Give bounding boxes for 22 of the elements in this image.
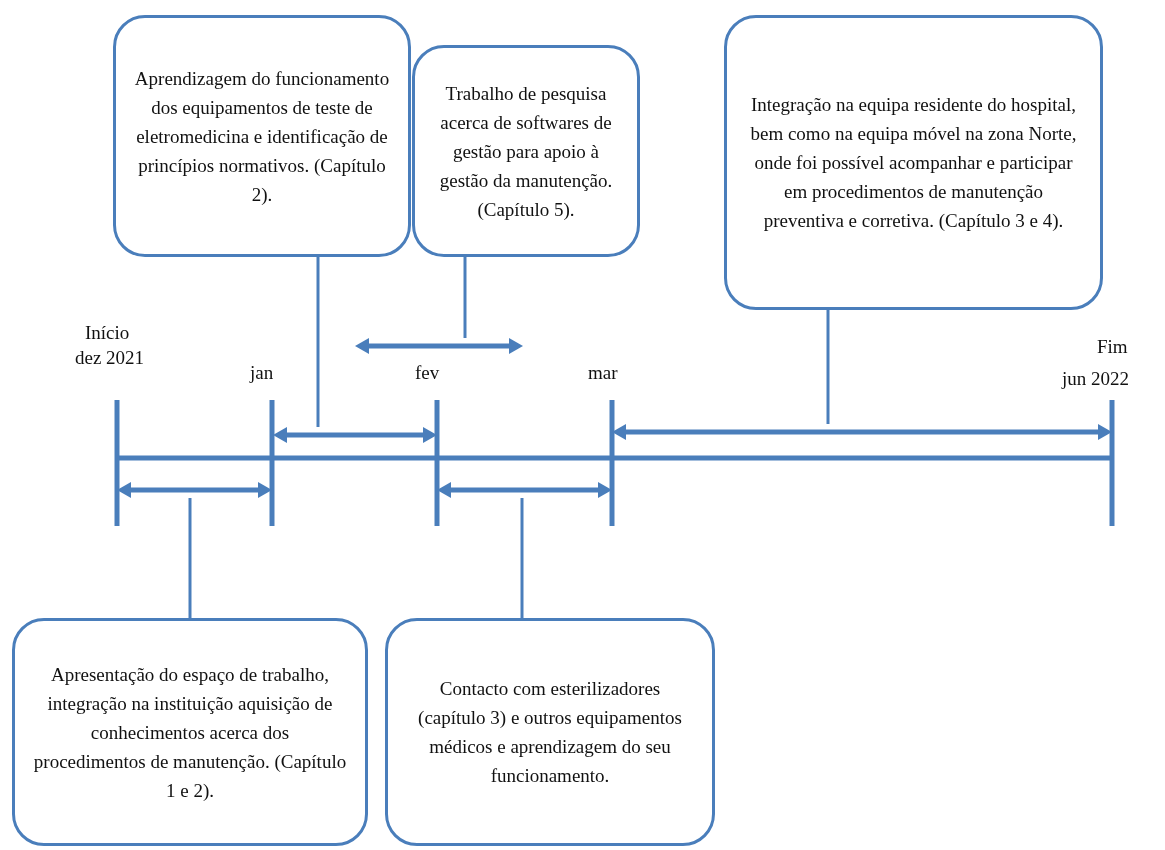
timeline-label: fev <box>415 362 440 384</box>
timeline-label: mar <box>588 362 618 384</box>
event-box <box>12 618 368 846</box>
timeline-label: dez 2021 <box>75 347 145 369</box>
event-description: Contacto com esterilizadores (capítulo 3) e outros equipamentos médicos e aprendizagem do seu funcionamento. <box>417 677 683 788</box>
leader-line <box>826 310 830 424</box>
event-description: Trabalho de pesquisa acerca de softwares de gestão para apoio à gestão da manutenção. (Capítulo 5). <box>438 81 614 222</box>
leader-line <box>316 257 320 427</box>
leader-line <box>463 257 467 338</box>
timeline-label: jun 2022 <box>1062 368 1130 390</box>
timeline-label: jan <box>250 362 274 384</box>
timeline-label: Início <box>85 322 130 344</box>
event-description: Integração na equipa residente do hospital, bem como na equipa móvel na zona Norte, onde foi possível acompanhar e participar em procedimentos de manutenção preventiva e corretiva. (Capítulo 3 e 4). <box>749 93 1078 233</box>
event-description: Apresentação do espaço de trabalho, integração na instituição aquisição de conhecimentos acerca dos procedimentos de manutenção. (Capítulo 1 e 2). <box>33 662 347 803</box>
event-box <box>385 618 715 846</box>
event-box <box>724 15 1103 310</box>
event-box <box>113 15 411 257</box>
event-box <box>412 45 640 257</box>
leader-line <box>520 498 524 618</box>
leader-line <box>188 498 192 618</box>
timeline-label: Fim <box>1097 336 1128 358</box>
event-description: Aprendizagem do funcionamento dos equipamentos de teste de eletromedicina e identificação de princípios normativos. (Capítulo 2). <box>134 66 390 207</box>
